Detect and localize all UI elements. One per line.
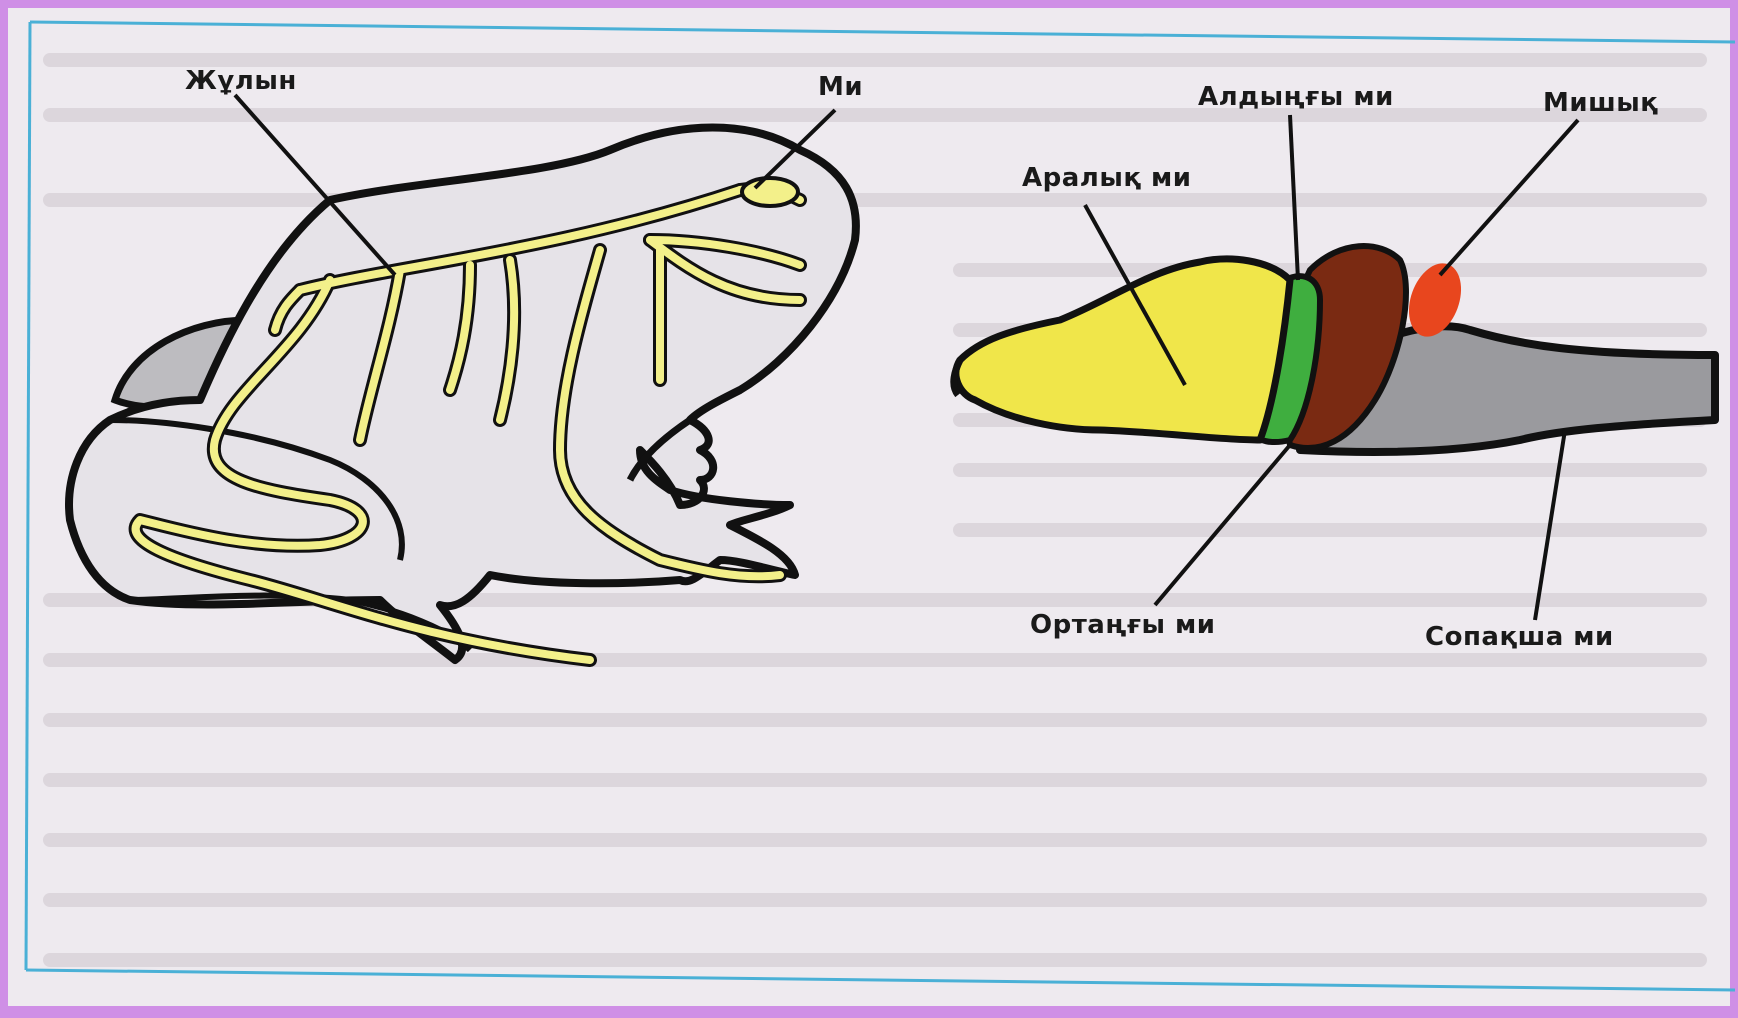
frog-brain [742, 178, 798, 206]
label-cerebellum: Мишық [1543, 88, 1658, 118]
label-brain: Ми [818, 72, 863, 102]
label-spinal-cord: Жұлын [185, 66, 297, 96]
label-midbrain: Ортаңғы ми [1030, 610, 1215, 640]
label-forebrain: Алдыңғы ми [1198, 82, 1394, 112]
label-medulla: Сопақша ми [1425, 622, 1614, 652]
label-diencephalon: Аралық ми [1022, 163, 1192, 193]
